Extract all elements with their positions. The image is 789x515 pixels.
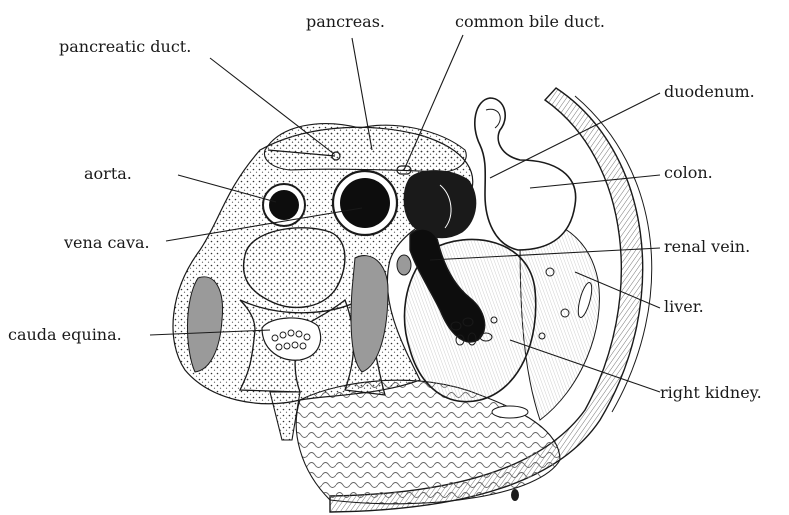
- colon-organ: [475, 98, 576, 250]
- label-right-kidney: right kidney.: [660, 383, 762, 402]
- label-aorta: aorta.: [84, 164, 132, 183]
- label-vena-cava: vena cava.: [63, 233, 150, 252]
- label-liver: liver.: [664, 297, 704, 316]
- wall-vessel: [492, 406, 528, 418]
- label-pancreas: pancreas.: [306, 12, 385, 31]
- spinous-process: [270, 392, 300, 440]
- label-colon: colon.: [664, 163, 713, 182]
- leader-pancreatic-duct: [210, 58, 334, 154]
- pancreas-tissue: [264, 124, 466, 172]
- ink-spot: [511, 489, 519, 501]
- back-muscles: [296, 380, 560, 504]
- aorta-lumen: [269, 190, 299, 220]
- label-duodenum: duodenum.: [664, 82, 755, 101]
- vena-cava-lumen: [340, 178, 390, 228]
- renal-artery: [397, 255, 411, 275]
- label-common-bile-duct: common bile duct.: [455, 12, 605, 31]
- label-cauda-equina: cauda equina.: [8, 325, 122, 344]
- duodenum-loop: [404, 171, 475, 238]
- label-pancreatic-duct: pancreatic duct.: [59, 37, 191, 56]
- label-renal-vein: renal vein.: [664, 237, 750, 256]
